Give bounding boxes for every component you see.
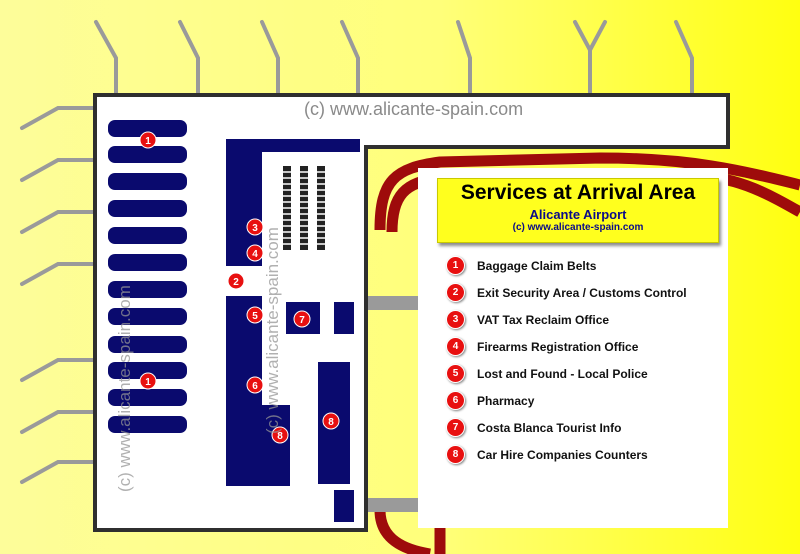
map-markers: 1 1 2 3 4 5 6 7 8 8 (139, 131, 340, 444)
legend-number-badge: 7 (446, 418, 465, 437)
jet-bridges (20, 20, 694, 484)
legend-item: 4 Firearms Registration Office (446, 333, 687, 360)
watermark-top: (c) www.alicante-spain.com (304, 99, 524, 119)
watermark-vertical-left: (c) www.alicante-spain.com (115, 285, 134, 492)
legend-label: Exit Security Area / Customs Control (477, 285, 687, 300)
legend-label: Pharmacy (477, 393, 535, 408)
page-subtitle: Alicante Airport (529, 207, 627, 222)
title-box: Services at Arrival Area Alicante Airpor… (437, 178, 719, 243)
marker-8: 8 (322, 412, 340, 430)
marker-3: 3 (246, 218, 264, 236)
marker-1-label: 1 (145, 136, 151, 147)
legend-number-badge: 6 (446, 391, 465, 410)
marker-1: 1 (139, 372, 157, 390)
marker-6-label: 6 (252, 381, 258, 392)
page-title: Services at Arrival Area (460, 181, 696, 204)
legend-label: Costa Blanca Tourist Info (477, 420, 622, 435)
jet-bridge-connector (368, 296, 418, 310)
marker-4-label: 4 (252, 249, 258, 260)
legend-item: 8 Car Hire Companies Counters (446, 441, 687, 468)
legend-label: Car Hire Companies Counters (477, 447, 648, 462)
legend-label: Baggage Claim Belts (477, 258, 597, 273)
security-lane-gaps (282, 171, 326, 245)
marker-5-label: 5 (252, 311, 258, 322)
legend-label: VAT Tax Reclaim Office (477, 312, 610, 327)
marker-6: 6 (246, 376, 264, 394)
legend-number-badge: 3 (446, 310, 465, 329)
legend-item: 6 Pharmacy (446, 387, 687, 414)
legend-label: Firearms Registration Office (477, 339, 639, 354)
legend-item: 7 Costa Blanca Tourist Info (446, 414, 687, 441)
legend-item: 3 VAT Tax Reclaim Office (446, 306, 687, 333)
legend-number-badge: 5 (446, 364, 465, 383)
marker-8-label: 8 (277, 431, 283, 442)
legend-item: 2 Exit Security Area / Customs Control (446, 279, 687, 306)
legend-list: 1 Baggage Claim Belts 2 Exit Security Area… (446, 252, 687, 468)
marker-5: 5 (246, 306, 264, 324)
legend-number-badge: 8 (446, 445, 465, 464)
legend-number-badge: 2 (446, 283, 465, 302)
marker-2: 2 (227, 272, 245, 290)
marker-1: 1 (139, 131, 157, 149)
marker-2-label: 2 (233, 277, 239, 288)
marker-3-label: 3 (252, 223, 258, 234)
legend-item: 5 Lost and Found - Local Police (446, 360, 687, 387)
marker-8: 8 (271, 426, 289, 444)
marker-8-label: 8 (328, 417, 334, 428)
baggage-claim-belts (108, 120, 187, 433)
marker-4: 4 (246, 244, 264, 262)
legend-number-badge: 4 (446, 337, 465, 356)
credit-text: (c) www.alicante-spain.com (512, 222, 644, 233)
marker-7-label: 7 (299, 315, 305, 326)
legend-item: 1 Baggage Claim Belts (446, 252, 687, 279)
jet-bridge-connector (368, 498, 418, 512)
legend-number-badge: 1 (446, 256, 465, 275)
watermark-vertical-center: (c) www.alicante-spain.com (263, 227, 282, 434)
marker-1-label: 1 (145, 377, 151, 388)
security-area (226, 139, 360, 266)
marker-7: 7 (293, 310, 311, 328)
legend-label: Lost and Found - Local Police (477, 366, 648, 381)
